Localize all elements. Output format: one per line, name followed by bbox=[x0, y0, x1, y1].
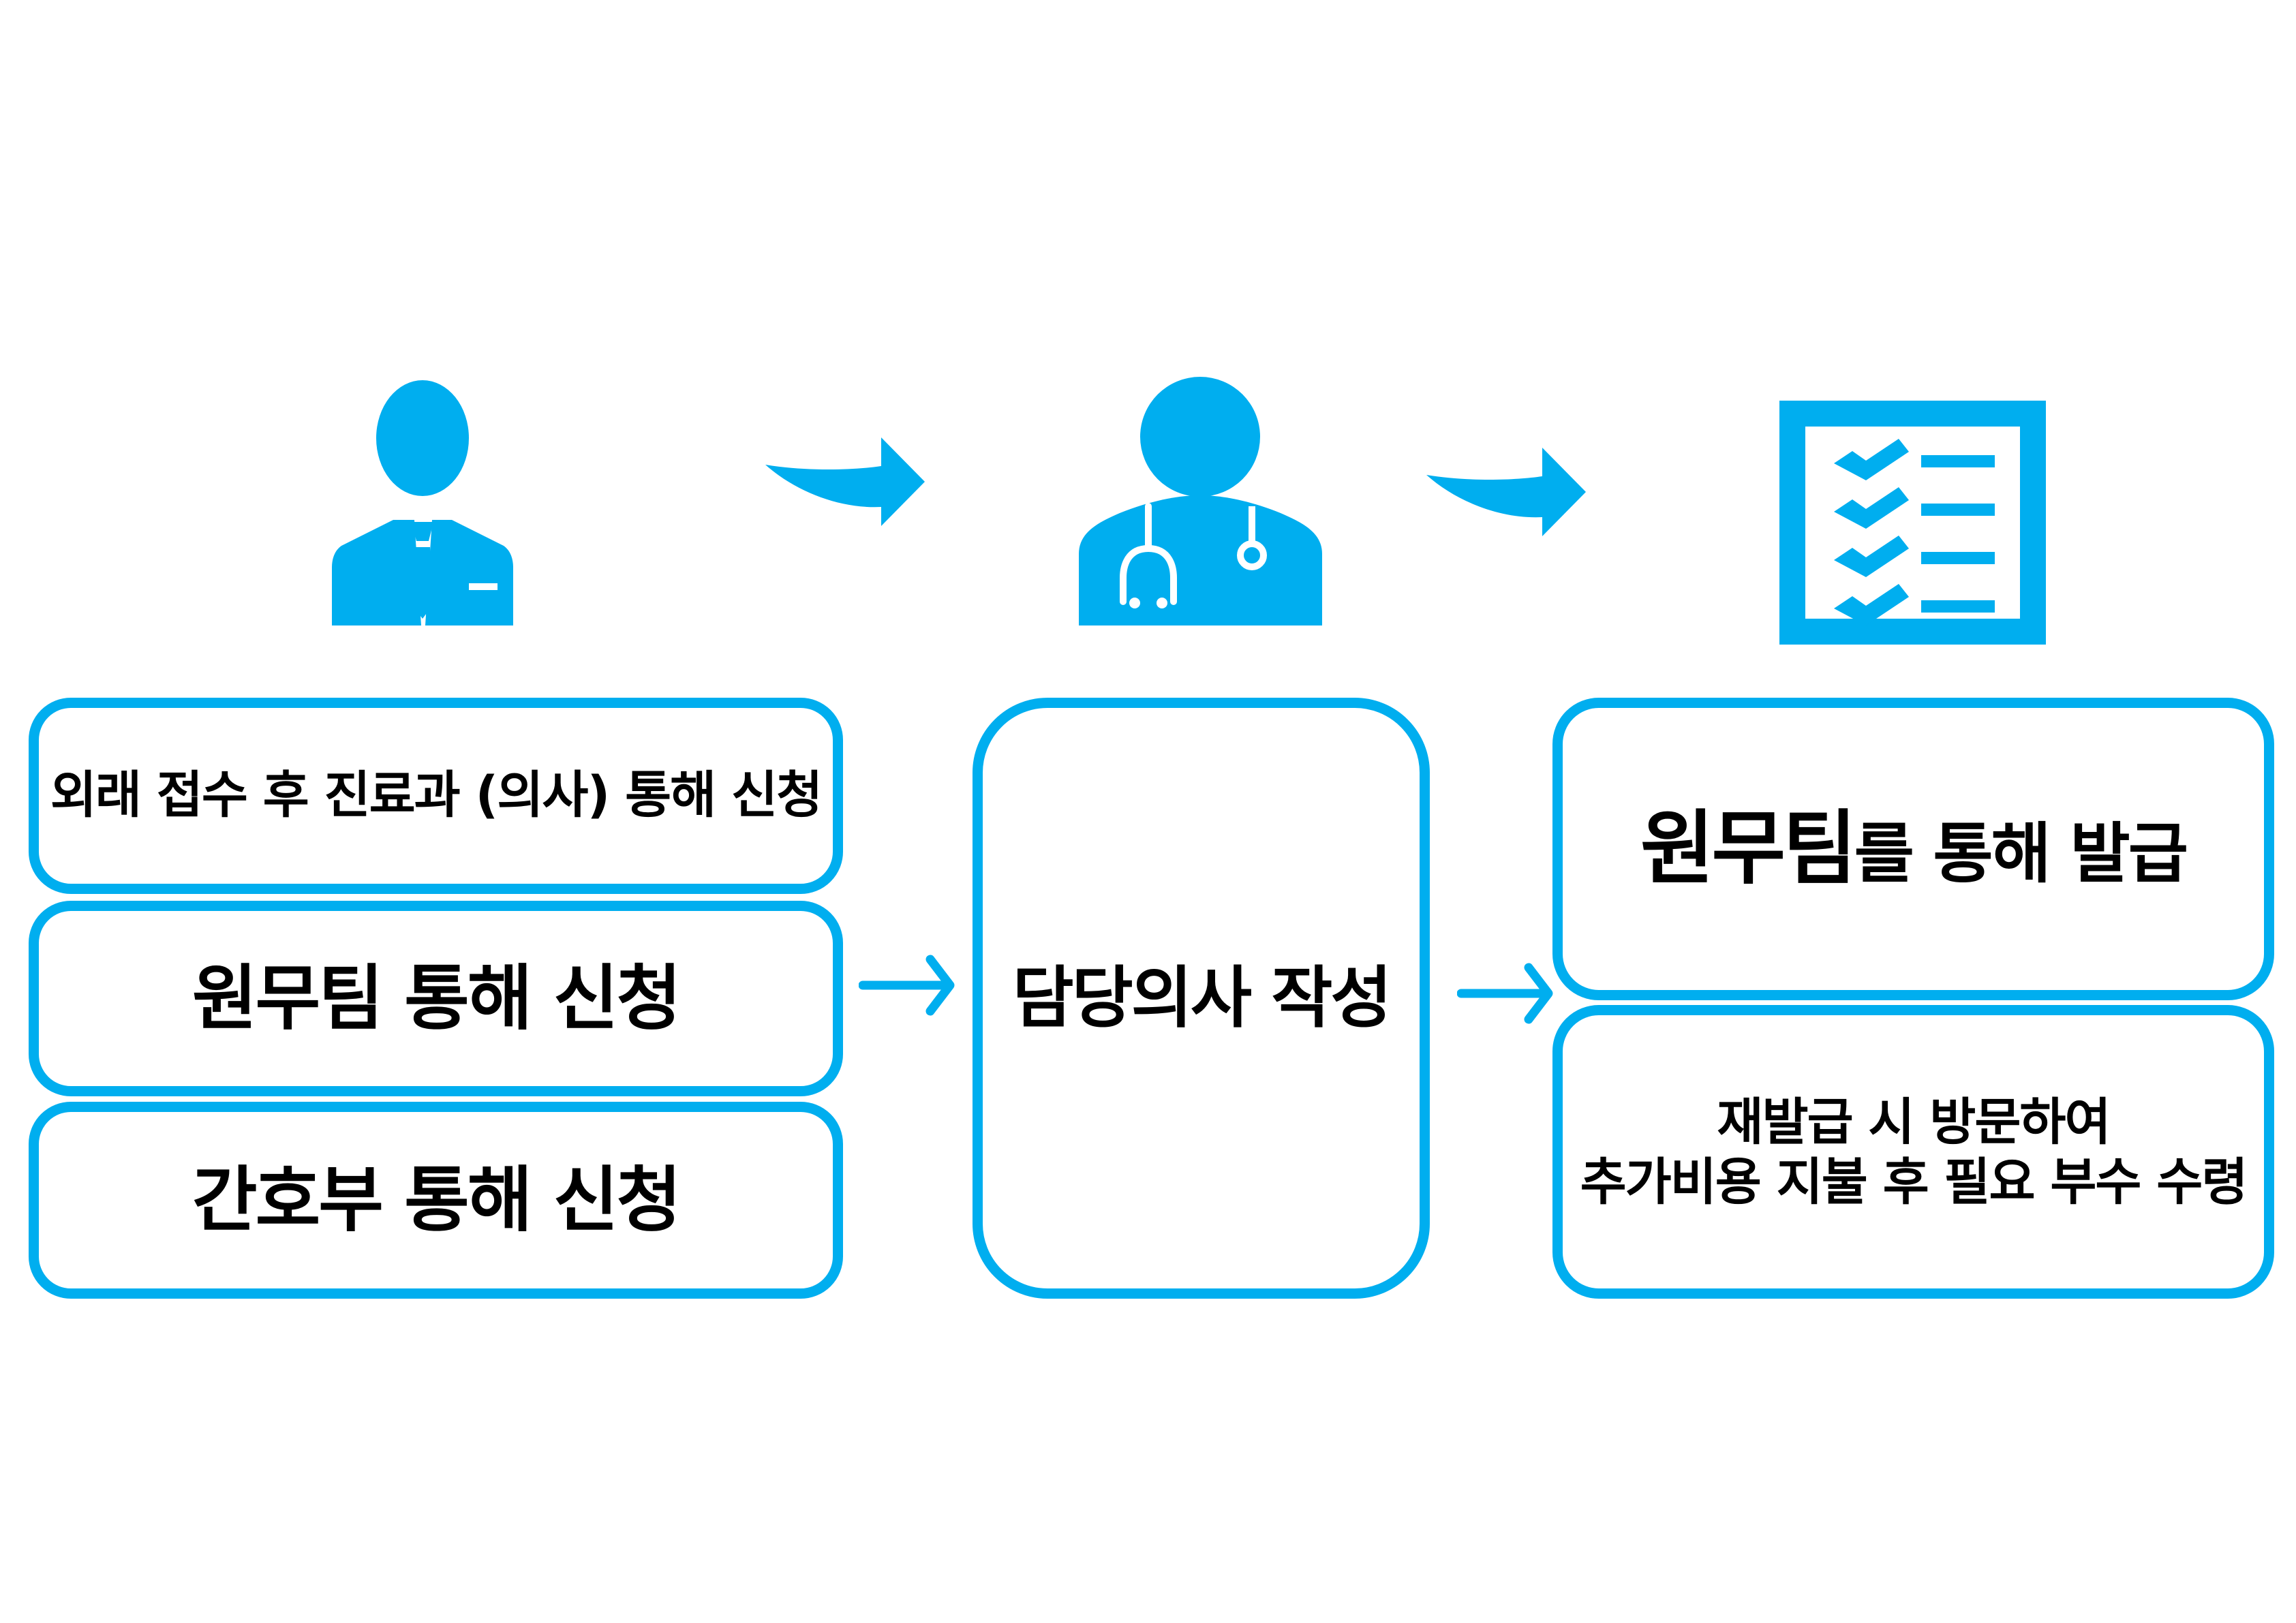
arrow-right-icon bbox=[1457, 962, 1554, 1025]
doctor-writes-step: 담당의사 작성 bbox=[973, 698, 1430, 1299]
request-option-outpatient: 외래 접수 후 진료과 (의사) 통해 신청 bbox=[29, 698, 843, 894]
curved-arrow-right-icon bbox=[1426, 448, 1586, 536]
issue-label-strong: 원무팀 bbox=[1640, 801, 1857, 896]
request-option-label: 외래 접수 후 진료과 (의사) 통해 신청 bbox=[50, 766, 823, 825]
request-option-label: 간호부 통해 신청 bbox=[192, 1158, 682, 1241]
issue-label-rest: 를 통해 발급 bbox=[1854, 816, 2188, 893]
issue-via-admin-team: 원무팀를 통해 발급 bbox=[1552, 698, 2274, 1000]
reissue-text: 재발급 시 방문하여 추가비용 지불 후 필요 부수 수령 bbox=[1580, 1092, 2248, 1212]
request-option-nursing: 간호부 통해 신청 bbox=[29, 1102, 843, 1299]
reissue-line-2: 추가비용 지불 후 필요 부수 수령 bbox=[1580, 1152, 2248, 1211]
doctor-writes-label: 담당의사 작성 bbox=[1012, 959, 1392, 1037]
reissue-line-1: 재발급 시 방문하여 bbox=[1717, 1092, 2111, 1151]
doctor-stethoscope-icon bbox=[1079, 377, 1322, 625]
checklist-icon bbox=[1779, 401, 2046, 645]
request-option-label: 원무팀 통해 신청 bbox=[192, 956, 682, 1040]
arrow-right-icon bbox=[859, 954, 955, 1017]
issue-label: 원무팀를 통해 발급 bbox=[1640, 801, 2188, 896]
reissue-info: 재발급 시 방문하여 추가비용 지불 후 필요 부수 수령 bbox=[1552, 1005, 2274, 1299]
person-in-suit-icon bbox=[329, 380, 516, 625]
request-option-admin-team: 원무팀 통해 신청 bbox=[29, 901, 843, 1096]
curved-arrow-right-icon bbox=[765, 437, 925, 526]
